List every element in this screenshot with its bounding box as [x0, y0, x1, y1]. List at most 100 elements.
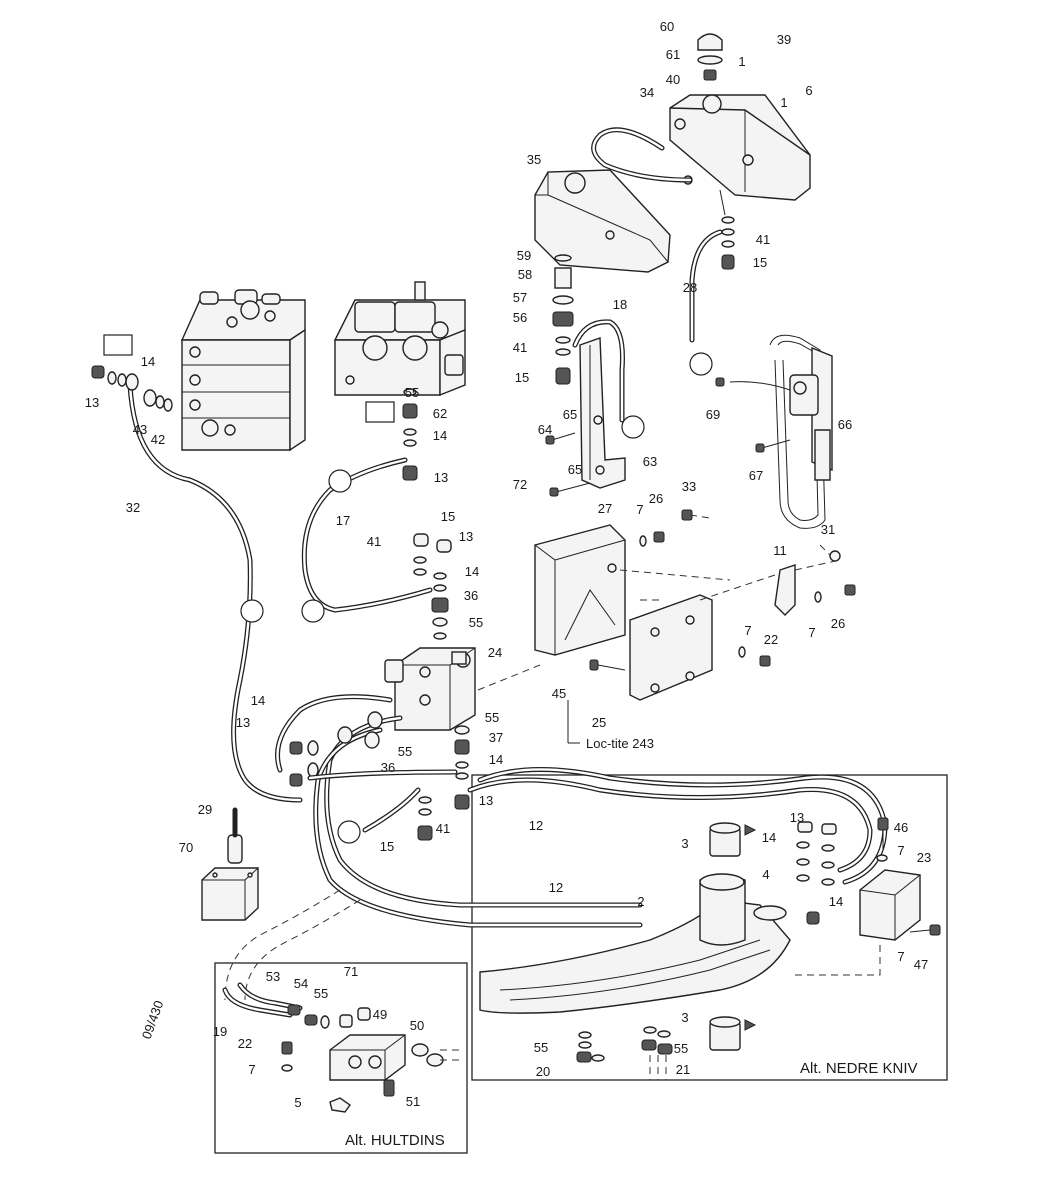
callout-55: 55: [469, 615, 483, 630]
callout-55: 55: [485, 710, 499, 725]
callout-59: 59: [517, 248, 531, 263]
callout-13: 13: [434, 470, 448, 485]
callout-63: 63: [643, 454, 657, 469]
callout-49: 49: [373, 1007, 387, 1022]
callout-66: 66: [838, 417, 852, 432]
bracket-27: [534, 524, 626, 656]
inset-frame-hultdins: [214, 962, 468, 1154]
boxed-tags: [103, 334, 395, 423]
callout-41: 41: [367, 534, 381, 549]
control-valve-24: [384, 647, 476, 731]
callout-13: 13: [479, 793, 493, 808]
callout-14: 14: [489, 752, 503, 767]
callout-58: 58: [518, 267, 532, 282]
knife-bottom-fittings: [576, 1026, 673, 1063]
callout-34: 34: [640, 85, 654, 100]
callout-35: 35: [527, 152, 541, 167]
callout-14: 14: [762, 830, 776, 845]
inset-caption-lower-knife: Alt. NEDRE KNIV: [800, 1060, 918, 1077]
callout-67: 67: [749, 468, 763, 483]
callout-13: 13: [85, 395, 99, 410]
filter-box-70: [201, 834, 259, 921]
callout-2: 2: [637, 894, 644, 909]
callout-51: 51: [406, 1094, 420, 1109]
callout-29: 29: [198, 802, 212, 817]
callout-37: 37: [489, 730, 503, 745]
fittings-pm: [402, 388, 418, 481]
callout-24: 24: [488, 645, 502, 660]
callout-56: 56: [513, 310, 527, 325]
callout-69: 69: [706, 407, 720, 422]
callout-50: 50: [410, 1018, 424, 1033]
callout-6: 6: [805, 83, 812, 98]
callout-41: 41: [513, 340, 527, 355]
callout-15: 15: [515, 370, 529, 385]
callout-72: 72: [513, 477, 527, 492]
plate-25: [629, 594, 713, 701]
callout-7: 7: [744, 623, 751, 638]
callout-28: 28: [683, 280, 697, 295]
callout-26: 26: [649, 491, 663, 506]
boxed-tag-frame: [365, 401, 395, 423]
fittings-right-valve: [417, 725, 470, 841]
callout-17: 17: [336, 513, 350, 528]
callout-3: 3: [681, 1010, 688, 1025]
callout-18: 18: [613, 297, 627, 312]
callout-54: 54: [294, 976, 308, 991]
callout-20: 20: [536, 1064, 550, 1079]
callout-5: 5: [294, 1095, 301, 1110]
callout-22: 22: [238, 1036, 252, 1051]
callout-14: 14: [829, 894, 843, 909]
callout-13: 13: [790, 810, 804, 825]
bracket-63: [579, 337, 626, 489]
callout-39: 39: [777, 32, 791, 47]
callout-7: 7: [897, 843, 904, 858]
callout-11: 11: [773, 543, 787, 558]
bracket-23: [859, 817, 941, 941]
fittings-dr-side: [91, 365, 173, 412]
callout-7: 7: [636, 502, 643, 517]
callout-13: 13: [236, 715, 250, 730]
circled-tags: [240, 352, 713, 844]
callout-43: 43: [133, 422, 147, 437]
frame-66: [715, 334, 833, 529]
fittings-left-valve: [289, 711, 383, 787]
callout-53: 53: [266, 969, 280, 984]
valve-block-pm: [333, 281, 466, 397]
callout-33: 33: [682, 479, 696, 494]
fitting-stack-center: [552, 254, 574, 385]
tank-cap: [697, 33, 723, 81]
circled-tag-frame: [621, 415, 645, 439]
callout-14: 14: [465, 564, 479, 579]
callout-27: 27: [598, 501, 612, 516]
knife-fittings: [796, 821, 837, 925]
callout-62: 62: [433, 406, 447, 421]
callout-15: 15: [380, 839, 394, 854]
circled-tag-frame: [301, 599, 325, 623]
callout-7: 7: [808, 625, 815, 640]
callout-7: 7: [897, 949, 904, 964]
callout-1: 1: [780, 95, 787, 110]
callout-55: 55: [674, 1041, 688, 1056]
valve-bank-dr: [180, 289, 306, 452]
callout-36: 36: [381, 760, 395, 775]
callout-70: 70: [179, 840, 193, 855]
callout-13: 13: [459, 529, 473, 544]
circled-tag-frame: [337, 820, 361, 844]
callout-12: 12: [529, 818, 543, 833]
callout-14: 14: [433, 428, 447, 443]
callout-47: 47: [914, 957, 928, 972]
callout-14: 14: [141, 354, 155, 369]
callout-60: 60: [660, 19, 674, 34]
callout-65: 65: [568, 462, 582, 477]
callout-19: 19: [213, 1024, 227, 1039]
callout-15: 15: [441, 509, 455, 524]
tank-35: [534, 169, 671, 273]
callout-61: 61: [666, 47, 680, 62]
loctite-note: Loc-tite 243: [586, 736, 654, 751]
callout-41: 41: [436, 821, 450, 836]
boxed-tag-frame: [103, 334, 133, 356]
oil-tank: [669, 94, 811, 201]
callout-55: 55: [398, 744, 412, 759]
callout-7: 7: [248, 1062, 255, 1077]
